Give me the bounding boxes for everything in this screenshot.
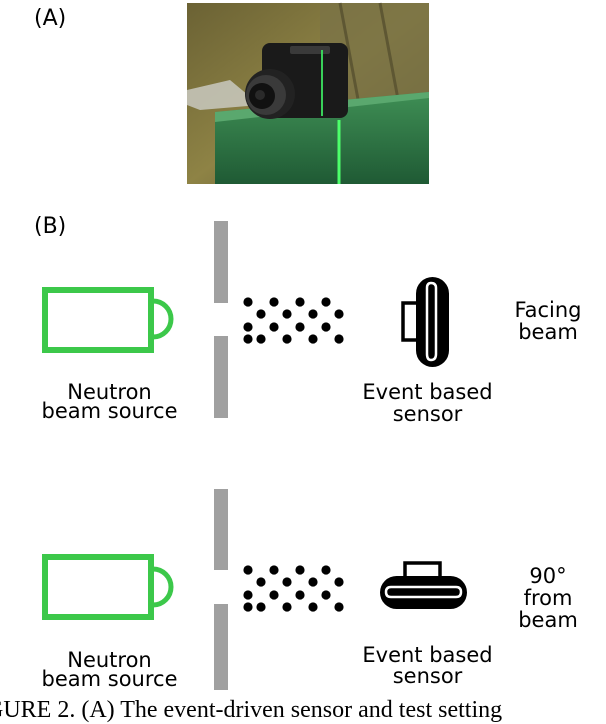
source-label-2a: Neutron (67, 648, 152, 672)
neutron-source-1 (42, 287, 174, 353)
neutron-particles-2 (243, 565, 344, 612)
source-label-1a: Neutron (67, 380, 152, 404)
figure-caption: GURE 2. (A) The event-driven sensor and … (0, 697, 503, 723)
neutron-source-2 (42, 554, 174, 620)
sensor-label-2a: Event based (362, 643, 493, 667)
photo-camera-setup (187, 2, 429, 184)
beam-barrier-1 (214, 221, 228, 418)
orientation-label-2b: from (523, 586, 573, 610)
source-label-1b: beam source (41, 399, 178, 423)
event-sensor-facing-beam (401, 277, 449, 367)
orientation-label-1b: beam (518, 320, 578, 344)
panel-a-label: (A) (34, 6, 67, 31)
orientation-label-2c: beam (518, 608, 578, 632)
beam-barrier-2 (214, 489, 228, 690)
sensor-label-1a: Event based (362, 380, 493, 404)
source-label-2b: beam source (41, 667, 178, 691)
neutron-particles-1 (243, 297, 344, 344)
sensor-label-2b: sensor (392, 664, 463, 688)
event-sensor-90-degrees (380, 561, 467, 609)
orientation-label-2a: 90° (529, 564, 567, 588)
orientation-label-1a: Facing (514, 298, 582, 322)
sensor-label-1b: sensor (392, 402, 463, 426)
panel-b-label: (B) (34, 214, 67, 239)
